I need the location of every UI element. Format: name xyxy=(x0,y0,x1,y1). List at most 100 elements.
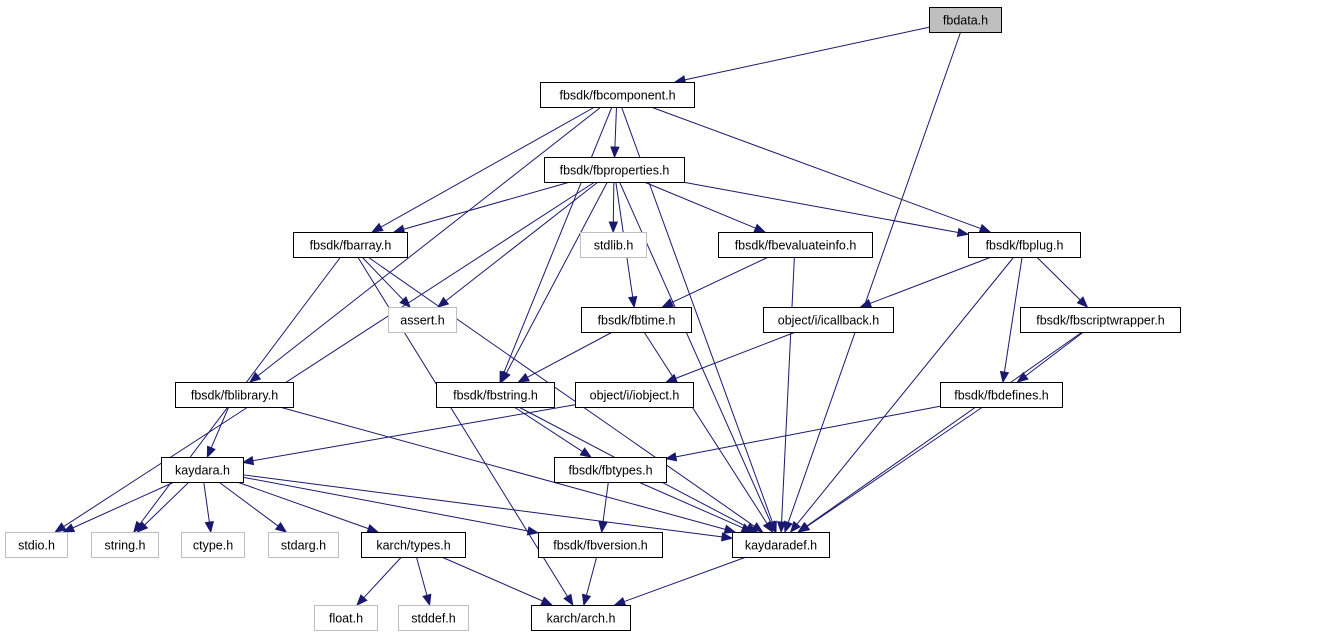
edge-arrowhead xyxy=(526,526,540,536)
edge-fblibrary-to-kaydara xyxy=(206,406,230,459)
edge-line xyxy=(806,331,1083,527)
edge-line xyxy=(675,405,941,458)
nodes-layer: fbdata.h fbsdk/fbcomponent.h fbsdk/fbprope… xyxy=(5,7,1181,631)
edge-icallback-to-iobject xyxy=(665,331,796,383)
node-kaydara[interactable]: kaydara.h xyxy=(161,457,244,483)
edge-arrowhead xyxy=(517,372,530,383)
edge-fbplug-to-fbdefines xyxy=(999,256,1023,384)
edge-line xyxy=(72,481,175,529)
node-label: stddef.h xyxy=(411,612,456,626)
edge-arrowhead xyxy=(664,452,678,462)
node-box xyxy=(1020,307,1181,333)
node-float: float.h xyxy=(314,605,378,631)
edge-fbscriptwrapper-to-kaydaradef xyxy=(797,331,1083,533)
edge-line xyxy=(257,106,602,377)
edge-kaydara-to-string xyxy=(136,481,190,533)
node-fbcomponent[interactable]: fbsdk/fbcomponent.h xyxy=(540,82,695,108)
edge-line xyxy=(682,181,959,233)
edge-fbproperties-to-fbplug xyxy=(682,181,970,238)
node-label: fbsdk/fbdefines.h xyxy=(954,389,1049,403)
node-box xyxy=(575,382,694,408)
node-box xyxy=(361,532,466,558)
node-stdio: stdio.h xyxy=(5,532,68,558)
node-fbstring[interactable]: fbsdk/fbstring.h xyxy=(436,382,555,408)
edge-arrowhead xyxy=(776,521,787,534)
node-fbversion[interactable]: fbsdk/fbversion.h xyxy=(538,532,663,558)
edge-kaydara-to-stdio xyxy=(62,481,175,533)
node-label: object/i/iobject.h xyxy=(590,389,680,403)
node-box xyxy=(314,605,378,631)
edge-fbtime-to-fbstring xyxy=(517,331,613,383)
edge-line xyxy=(203,481,210,523)
node-label: fbsdk/fbversion.h xyxy=(553,539,648,553)
node-iobject[interactable]: object/i/iobject.h xyxy=(575,382,694,408)
edge-arrowhead xyxy=(436,296,450,308)
edge-arrowhead xyxy=(422,593,432,607)
node-box xyxy=(293,232,408,258)
node-label: karch/arch.h xyxy=(547,612,616,626)
edge-line xyxy=(684,26,930,81)
edge-line xyxy=(252,404,576,462)
edge-arrowhead xyxy=(241,455,255,466)
node-box xyxy=(540,82,695,108)
node-icallback[interactable]: object/i/icallback.h xyxy=(763,307,894,333)
edge-line xyxy=(503,106,613,373)
edge-arrowhead xyxy=(610,146,620,159)
node-kaydaradef[interactable]: kaydaradef.h xyxy=(732,532,830,558)
edge-fbcomponent-to-fbarray xyxy=(371,106,595,233)
edge-karchtypes-to-stddef xyxy=(415,556,432,607)
node-label: object/i/icallback.h xyxy=(778,314,879,328)
node-label: fbsdk/fbtime.h xyxy=(598,314,676,328)
node-fbarray[interactable]: fbsdk/fbarray.h xyxy=(293,232,408,258)
node-stdarg: stdarg.h xyxy=(268,532,339,558)
edge-line xyxy=(279,406,726,530)
node-box xyxy=(91,532,159,558)
node-stdlib: stdlib.h xyxy=(580,232,647,258)
edge-fbproperties-to-stdlib xyxy=(608,181,619,234)
node-box xyxy=(940,382,1063,408)
edge-line xyxy=(445,181,599,302)
node-box xyxy=(763,307,894,333)
edge-line xyxy=(623,556,747,603)
edge-fbevaluateinfo-to-fbtime xyxy=(661,256,769,308)
node-box xyxy=(181,532,245,558)
edge-fbplug-to-fbscriptwrapper xyxy=(1036,256,1089,308)
edges-layer xyxy=(54,26,1089,607)
edge-arrowhead xyxy=(54,522,67,533)
node-fblibrary[interactable]: fbsdk/fblibrary.h xyxy=(175,382,294,408)
edge-fbscriptwrapper-to-fbdefines xyxy=(1016,331,1084,383)
node-box xyxy=(929,7,1002,33)
edge-arrowhead xyxy=(563,593,574,607)
edge-line xyxy=(361,256,404,301)
node-label: stdlib.h xyxy=(594,239,634,253)
node-fbtime[interactable]: fbsdk/fbtime.h xyxy=(581,307,692,333)
node-fbscriptwrapper[interactable]: fbsdk/fbscriptwrapper.h xyxy=(1020,307,1181,333)
edge-fblibrary-to-kaydaradef xyxy=(279,406,737,534)
node-box xyxy=(544,157,685,183)
node-fbdata[interactable]: fbdata.h xyxy=(929,7,1002,33)
node-box xyxy=(175,382,294,408)
edge-arrowhead xyxy=(978,223,992,233)
node-karchtypes[interactable]: karch/types.h xyxy=(361,532,466,558)
edge-fbdefines-to-kaydaradef xyxy=(797,406,983,533)
edge-line xyxy=(643,181,756,229)
edge-arrowhead xyxy=(206,445,216,459)
node-label: fbsdk/fbtypes.h xyxy=(568,464,652,478)
node-box xyxy=(5,532,68,558)
node-fbevaluateinfo[interactable]: fbsdk/fbevaluateinfo.h xyxy=(718,232,873,258)
edge-arrowhead xyxy=(581,593,592,607)
edge-line xyxy=(787,31,962,523)
node-label: ctype.h xyxy=(193,539,233,553)
node-fbproperties[interactable]: fbsdk/fbproperties.h xyxy=(544,157,685,183)
edge-line xyxy=(602,481,609,523)
node-karcharch[interactable]: karch/arch.h xyxy=(531,605,631,631)
node-fbplug[interactable]: fbsdk/fbplug.h xyxy=(968,232,1081,258)
edge-fbproperties-to-stdio xyxy=(54,181,596,533)
edge-arrowhead xyxy=(392,224,406,234)
edge-line xyxy=(671,256,769,304)
edge-fbarray-to-kaydaradef xyxy=(367,256,764,533)
node-label: fbdata.h xyxy=(943,14,988,28)
node-fbtypes[interactable]: fbsdk/fbtypes.h xyxy=(554,457,667,483)
node-fbdefines[interactable]: fbsdk/fbdefines.h xyxy=(940,382,1063,408)
edge-arrowhead xyxy=(371,222,384,233)
